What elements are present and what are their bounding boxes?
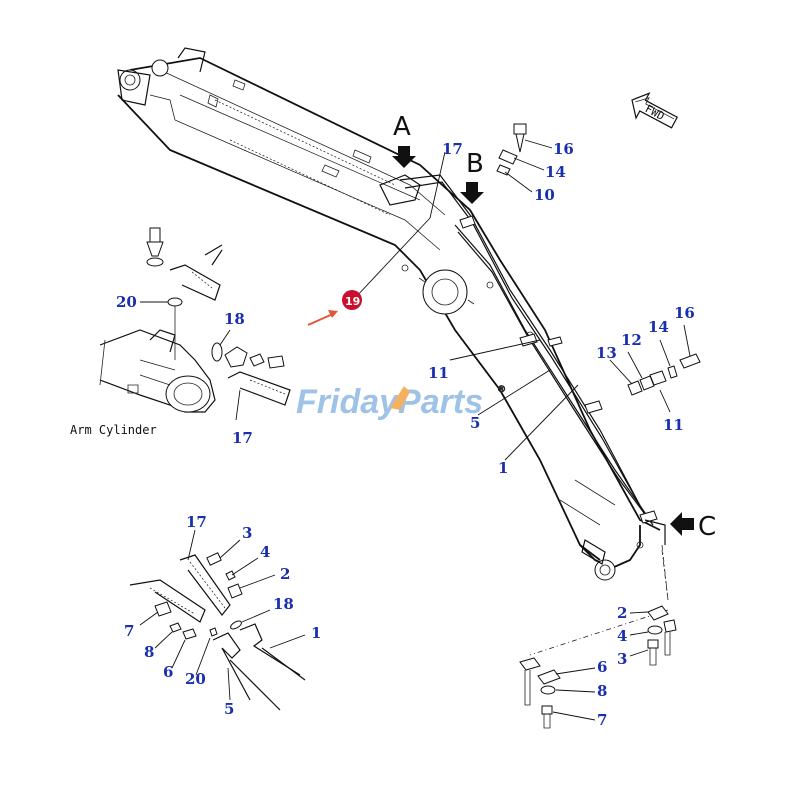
callout-7-lr[interactable]: 7: [597, 711, 607, 729]
fitting-group-top: [354, 123, 553, 299]
callout-17-main[interactable]: 17: [442, 140, 463, 158]
callout-14-top[interactable]: 14: [545, 163, 566, 181]
view-letter-a: A: [393, 112, 411, 142]
callout-20-ll[interactable]: 20: [185, 670, 206, 688]
callout-1-ll[interactable]: 1: [311, 624, 321, 642]
callout-17-ll[interactable]: 17: [186, 513, 207, 531]
callout-6-ll[interactable]: 6: [163, 663, 173, 681]
callout-8-ll[interactable]: 8: [144, 643, 154, 661]
excavator-arm: [117, 47, 661, 581]
callout-11-right[interactable]: 11: [663, 416, 684, 434]
arm-cylinder-detail: [99, 227, 291, 421]
callout-8-lr[interactable]: 8: [597, 682, 607, 700]
watermark-part2: Parts: [398, 383, 483, 421]
callout-2-lr[interactable]: 2: [617, 604, 627, 622]
highlight-callout-19[interactable]: 19: [342, 290, 362, 310]
callout-7-ll[interactable]: 7: [124, 622, 134, 640]
callout-16-top[interactable]: 16: [553, 140, 574, 158]
callout-1-main[interactable]: 1: [498, 459, 508, 477]
lower-left-callouts: 17 3 4 2 18 7 1 8 6 20 5: [124, 513, 321, 718]
callout-18-cyl[interactable]: 18: [224, 310, 245, 328]
cylinder-callouts: 20 18 17: [116, 293, 253, 447]
callout-16-right[interactable]: 16: [674, 304, 695, 322]
callout-6-lr[interactable]: 6: [597, 658, 607, 676]
callout-14-right[interactable]: 14: [648, 318, 669, 336]
callout-4-lr[interactable]: 4: [617, 627, 627, 645]
callout-20-cyl[interactable]: 20: [116, 293, 137, 311]
callout-13[interactable]: 13: [596, 344, 617, 362]
fitting-group-right: [609, 324, 701, 413]
callout-19-label: 19: [345, 295, 360, 308]
callout-12[interactable]: 12: [621, 331, 642, 349]
callout-17-cyl[interactable]: 17: [232, 429, 253, 447]
watermark-swoosh: [390, 386, 410, 410]
fwd-label: FWD: [643, 102, 667, 123]
view-markers: A B C: [392, 112, 716, 542]
callout-11-left[interactable]: 11: [428, 364, 449, 382]
view-arrow-b: [460, 182, 484, 204]
lower-right-exploded: [519, 549, 677, 729]
callout-18-ll[interactable]: 18: [273, 595, 294, 613]
direction-tag: FWD: [631, 92, 679, 129]
view-arrow-c: [670, 512, 694, 536]
callout-5-main[interactable]: 5: [470, 414, 480, 432]
view-letter-c: C: [698, 512, 716, 542]
callout-4-ll[interactable]: 4: [260, 543, 270, 561]
svg-text:FridayParts: FridayParts: [296, 383, 483, 421]
watermark-mark: ®: [497, 385, 506, 395]
view-letter-b: B: [466, 149, 484, 179]
callout-5-ll[interactable]: 5: [224, 700, 234, 718]
main-leaders: [449, 339, 579, 461]
watermark-part1: Friday: [296, 383, 400, 421]
callout-3-lr[interactable]: 3: [617, 650, 627, 668]
lower-left-exploded: [129, 529, 306, 711]
highlight-arrow-head: [328, 310, 338, 318]
lower-right-callouts: 2 4 3 6 8 7: [597, 604, 627, 729]
view-arrow-a: [392, 146, 416, 168]
watermark: FridayParts ®: [296, 383, 506, 421]
callout-10[interactable]: 10: [534, 186, 555, 204]
main-callouts: 17 16 14 10 11 5 1 13 12 14 16 11: [428, 140, 695, 477]
callout-2-ll[interactable]: 2: [280, 565, 290, 583]
arm-cylinder-caption: Arm Cylinder: [70, 423, 157, 437]
callout-3-ll[interactable]: 3: [242, 524, 252, 542]
